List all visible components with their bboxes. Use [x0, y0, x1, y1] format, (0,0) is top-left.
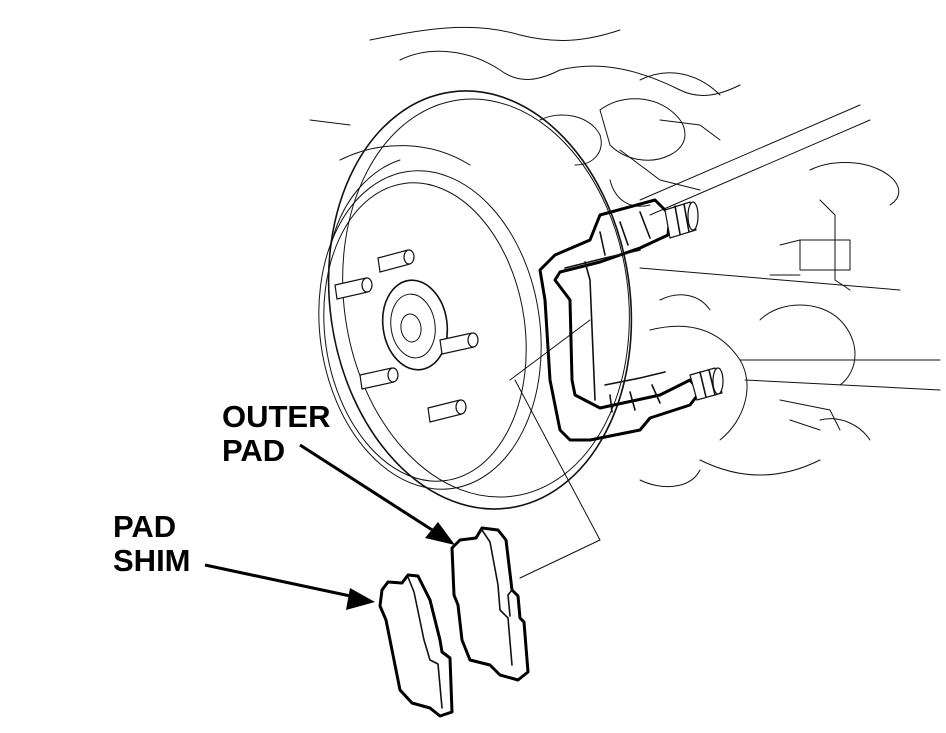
pad-shim-label: PAD SHIM [113, 510, 191, 578]
outer-pad-label-line2: PAD [222, 433, 286, 468]
outer-pad-label: OUTER PAD [222, 400, 331, 468]
pad-shim-part [378, 573, 454, 718]
outer-pad-label-line1: OUTER [222, 399, 331, 434]
brake-rotor [318, 90, 633, 510]
pad-shim-label-line1: PAD [113, 509, 177, 544]
caliper-bracket [538, 198, 724, 442]
outer-pad-part [450, 526, 530, 682]
wheel-studs [334, 249, 479, 423]
suspension-background [309, 26, 941, 579]
pad-shim-label-line2: SHIM [113, 543, 191, 578]
pad-shim-arrow-head [346, 588, 375, 610]
callout-arrows [204, 443, 455, 610]
outer-pad-arrow-head [425, 522, 455, 545]
